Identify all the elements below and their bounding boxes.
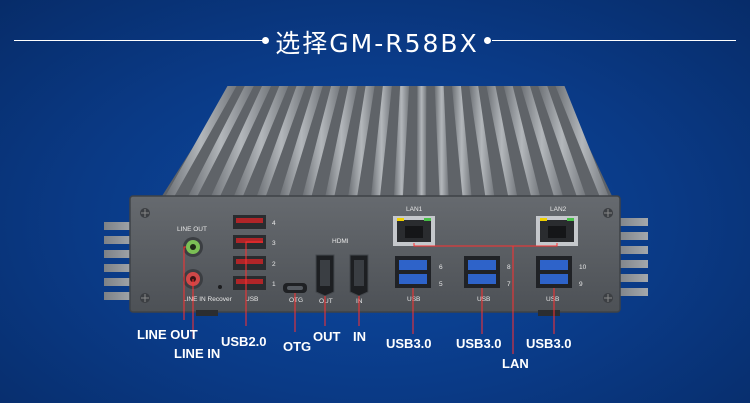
callout-hdmi-in: IN (353, 329, 366, 344)
heatsink-fin (434, 86, 449, 196)
usb3-port[interactable] (399, 260, 427, 270)
heatsink-fin (520, 86, 563, 196)
heatsink-fin (302, 86, 341, 196)
usb-port-number: 3 (272, 240, 276, 247)
leader-lines (183, 241, 558, 354)
heatsink (162, 86, 612, 196)
usb-port-number: 10 (579, 264, 587, 271)
line-out-port-label: LINE OUT (177, 226, 207, 233)
hdmi-port-label: HDMI (332, 238, 349, 245)
heatsink-fin (555, 86, 609, 196)
line-in-recover-port-label: LINE IN Recover (183, 296, 233, 303)
usb-port-number: 5 (439, 281, 443, 288)
heatsink-fin (393, 86, 410, 196)
title-dot-right (484, 37, 491, 44)
usb-left-port-label: USB (245, 296, 258, 303)
heatsink-fin (256, 86, 306, 196)
heatsink-fin (211, 86, 272, 196)
line-out-jack[interactable] (183, 237, 203, 257)
heatsink-fin (165, 86, 237, 196)
callout-line-in: LINE IN (174, 346, 221, 361)
callout-hdmi-out: OUT (313, 329, 341, 344)
page-title: 选择GM-R58BX (275, 29, 479, 58)
heatsink-fin (371, 86, 392, 196)
usb-port-number: 2 (272, 261, 276, 268)
lan2-port-label: LAN2 (550, 206, 567, 213)
heatsink-fin (486, 86, 518, 196)
callout-usb30-right: USB3.0 (526, 336, 572, 351)
usb-center-port-label: USB (477, 296, 490, 303)
usb-port-number: 1 (272, 281, 276, 288)
usb2-port[interactable] (236, 259, 263, 264)
usb3-port-stack-mid (395, 256, 431, 288)
usb3-port[interactable] (468, 260, 496, 270)
heatsink-fin (503, 86, 540, 196)
screw-icon (603, 293, 613, 303)
usb-port-number: 4 (272, 220, 276, 227)
usb3-port[interactable] (468, 274, 496, 284)
usb3-port[interactable] (540, 274, 568, 284)
otg-port-label: OTG (289, 297, 303, 304)
heatsink-fin (538, 86, 586, 196)
usb3-port[interactable] (540, 260, 568, 270)
title-divider-left (14, 40, 266, 41)
usb-mid-port-label: USB (407, 296, 420, 303)
heatsink-fin (325, 86, 358, 196)
title-dot-left (262, 37, 269, 44)
usb2-port[interactable] (236, 218, 263, 223)
heatsink-fin (188, 86, 254, 196)
foot-right (538, 310, 560, 316)
heatsink-fin (348, 86, 375, 196)
usb2-port[interactable] (236, 238, 263, 243)
hdmi-out-port-label: OUT (319, 298, 333, 305)
callout-line-out: LINE OUT (137, 327, 198, 342)
callout-usb20: USB2.0 (221, 334, 267, 349)
side-fins-right (616, 218, 648, 296)
lan1-port[interactable] (393, 216, 435, 246)
heatsink-fin (451, 86, 472, 196)
otg-port[interactable] (283, 283, 307, 293)
screw-icon (140, 208, 150, 218)
usb-port-number: 8 (507, 264, 511, 271)
heatsink-fin (234, 86, 289, 196)
usb3-port[interactable] (399, 274, 427, 284)
side-fins-left (104, 222, 134, 300)
screw-icon (603, 208, 613, 218)
screw-icon (140, 293, 150, 303)
hdmi-out-port[interactable] (315, 254, 335, 297)
heatsink-fin (469, 86, 495, 196)
callout-usb30-mid: USB3.0 (386, 336, 432, 351)
lan1-port-label: LAN1 (406, 206, 423, 213)
hdmi-in-port[interactable] (349, 254, 369, 297)
io-panel (129, 195, 621, 313)
usb3-port-stack-center (464, 256, 500, 288)
usb-port-number: 6 (439, 264, 443, 271)
heatsink-fin (416, 86, 427, 196)
callout-usb30-center: USB3.0 (456, 336, 502, 351)
recover-button[interactable] (218, 285, 222, 289)
usb-right-port-label: USB (546, 296, 559, 303)
title-divider-right (492, 40, 736, 41)
usb3-port-stack-right (536, 256, 572, 288)
foot-left (196, 310, 218, 316)
lan2-port[interactable] (536, 216, 578, 246)
usb2-port[interactable] (236, 279, 263, 284)
title-row: 选择GM-R58BX (0, 22, 750, 58)
usb-port-number: 9 (579, 281, 583, 288)
heatsink-fin (279, 86, 323, 196)
callout-otg: OTG (283, 339, 312, 354)
callout-lan: LAN (502, 356, 529, 371)
usb-port-number: 7 (507, 281, 511, 288)
